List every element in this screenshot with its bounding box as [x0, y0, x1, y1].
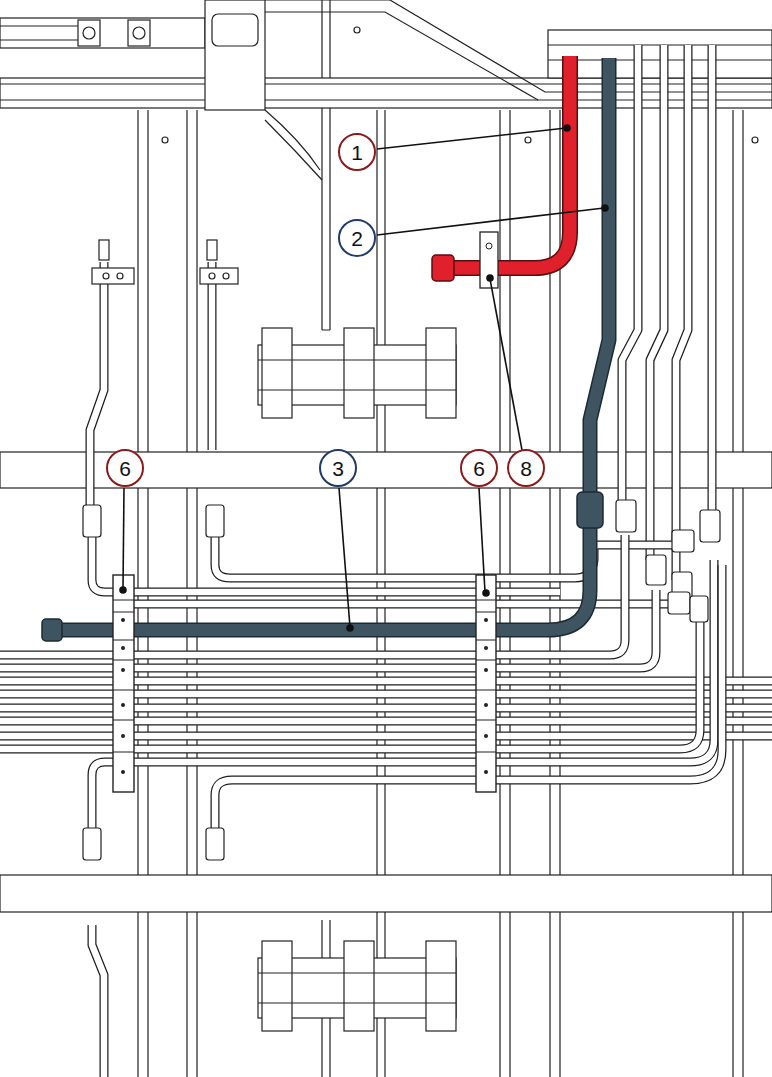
callout-number: 6	[473, 458, 485, 479]
callout-circle: 6	[460, 449, 498, 487]
leader-lines	[120, 125, 608, 631]
callout-circle: 8	[507, 449, 545, 487]
callout-number: 2	[351, 228, 363, 249]
return-hose	[42, 58, 609, 641]
callout-circle: 6	[106, 449, 144, 487]
pressure-pipe	[432, 56, 570, 288]
callout-circle: 1	[338, 133, 376, 171]
callout-circle: 2	[338, 219, 376, 257]
steel-pipes	[0, 45, 772, 1077]
pipe-clamp	[113, 575, 496, 792]
pipe-fittings	[83, 240, 720, 860]
callout-number: 8	[520, 458, 532, 479]
callout-number: 1	[351, 142, 363, 163]
callout-circle: 3	[319, 449, 357, 487]
callout-number: 6	[119, 458, 131, 479]
callout-number: 3	[332, 458, 344, 479]
